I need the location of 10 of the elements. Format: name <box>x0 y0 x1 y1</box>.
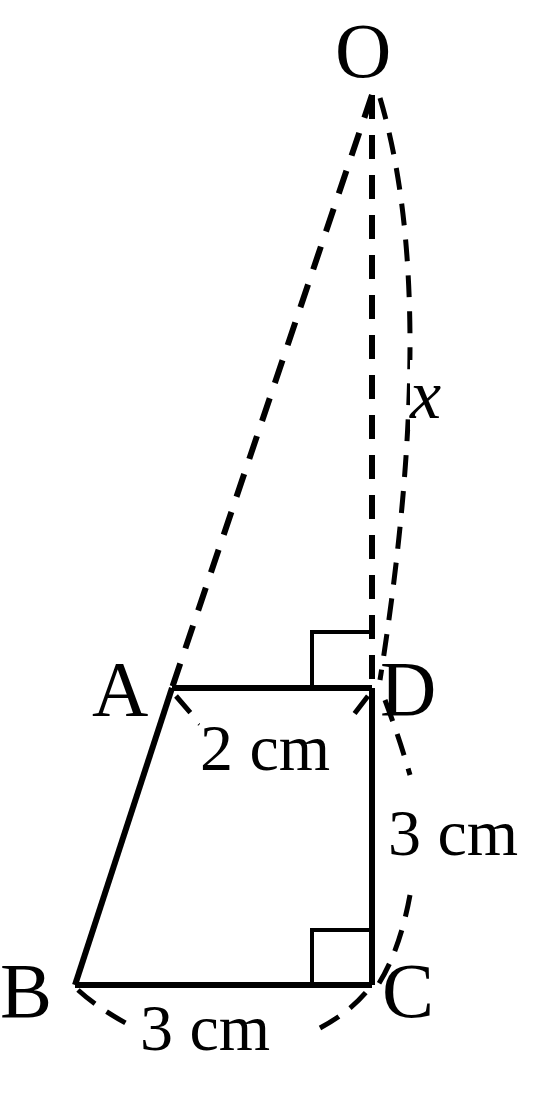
point-label: D <box>380 650 437 728</box>
point-label: B <box>0 952 53 1030</box>
line-segment <box>72 687 175 986</box>
line-segment <box>172 685 372 691</box>
point-label: O <box>335 12 392 90</box>
line-segment <box>75 982 372 988</box>
line-segment <box>369 688 375 985</box>
variable-label: x <box>410 360 442 430</box>
point-label: C <box>382 952 435 1030</box>
point-label: A <box>92 650 149 728</box>
